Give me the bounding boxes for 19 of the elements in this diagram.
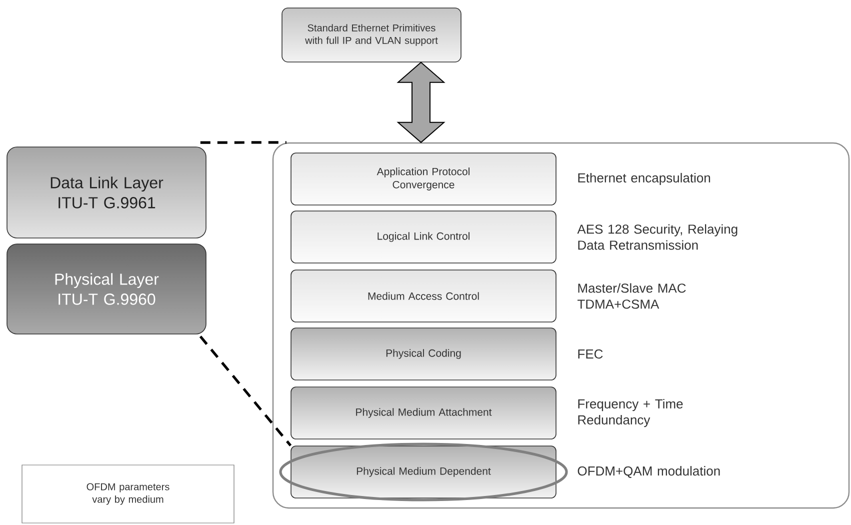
description-text: Frequency + Time Redundancy	[578, 398, 683, 428]
double-arrow	[396, 62, 446, 144]
dashed-line	[200, 141, 286, 144]
note-box: OFDM parameters vary by medium	[22, 464, 234, 524]
sublayer-box: Logical Link Control	[290, 210, 556, 264]
layer-box: Data Link Layer ITU-T G.9961	[6, 146, 206, 238]
sublayer-box: Application Protocol Convergence	[290, 152, 556, 206]
sublayer-box: Medium Access Control	[290, 270, 556, 322]
sublayer-box: Physical Coding	[290, 328, 556, 380]
description-text: Master/Slave MAC TDMA+CSMA	[578, 283, 686, 309]
description-text: AES 128 Security, Relaying Data Retransmission	[577, 224, 738, 250]
layer-box: Physical Layer ITU-T G.9960	[6, 244, 206, 334]
primitives-box: Standard Ethernet Primitives with full IP and VLAN support	[282, 8, 462, 62]
dashed-line	[199, 336, 292, 446]
description-text: Ethernet encapsulation	[578, 172, 710, 186]
sublayer-box: Physical Medium Attachment	[290, 386, 556, 440]
description-text: OFDM+QAM modulation	[578, 466, 720, 478]
description-text: FEC	[578, 349, 603, 359]
sublayer-box: Physical Medium Dependent	[290, 446, 556, 498]
